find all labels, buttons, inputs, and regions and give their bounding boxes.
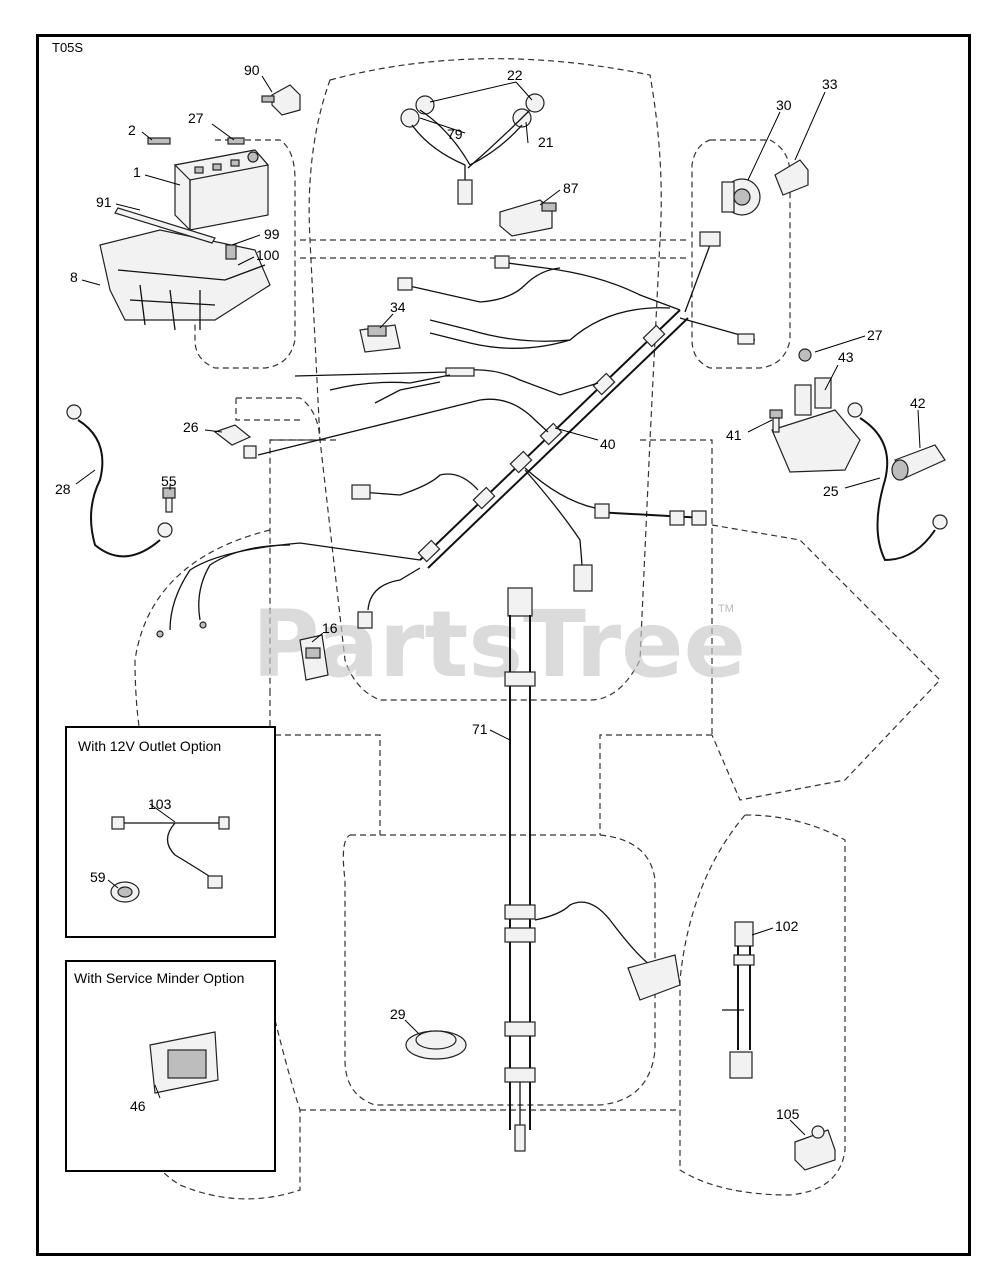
callout-28: 28 bbox=[55, 481, 71, 497]
callout-46: 46 bbox=[130, 1098, 146, 1114]
callout-99: 99 bbox=[264, 226, 280, 242]
callout-40: 40 bbox=[600, 436, 616, 452]
part-29 bbox=[405, 1030, 467, 1060]
callout-43: 43 bbox=[838, 349, 854, 365]
ignition-switch bbox=[721, 178, 761, 216]
inset-12v-outlet: With 12V Outlet Option bbox=[65, 726, 276, 938]
callout-27-ignition: 27 bbox=[867, 327, 883, 343]
callout-34: 34 bbox=[390, 299, 406, 315]
callout-105: 105 bbox=[776, 1106, 800, 1122]
callout-25: 25 bbox=[823, 483, 839, 499]
fuse-holder-26 bbox=[213, 424, 252, 446]
callout-22: 22 bbox=[507, 67, 523, 83]
callout-41: 41 bbox=[726, 427, 742, 443]
ignition-key bbox=[774, 159, 809, 196]
callout-71: 71 bbox=[472, 721, 488, 737]
callout-21: 21 bbox=[538, 134, 554, 150]
headlight-harness bbox=[400, 93, 545, 205]
inset-service-minder: With Service Minder Option bbox=[65, 960, 276, 1172]
battery bbox=[173, 149, 270, 231]
cable-25 bbox=[847, 402, 948, 562]
main-harness bbox=[156, 231, 756, 638]
diagram-frame bbox=[36, 34, 971, 1256]
bolt-55 bbox=[162, 487, 176, 513]
callout-26: 26 bbox=[183, 419, 199, 435]
inset-12v-title: With 12V Outlet Option bbox=[78, 738, 221, 754]
callout-16: 16 bbox=[322, 620, 338, 636]
battery-tray bbox=[99, 229, 271, 331]
battery-bolt bbox=[147, 137, 245, 145]
part-87 bbox=[499, 199, 557, 237]
battery-strap bbox=[114, 207, 216, 244]
callout-90: 90 bbox=[244, 62, 260, 78]
callout-29: 29 bbox=[390, 1006, 406, 1022]
callout-100: 100 bbox=[256, 247, 280, 263]
part-90 bbox=[261, 84, 301, 116]
callout-102: 102 bbox=[775, 918, 799, 934]
callout-33: 33 bbox=[822, 76, 838, 92]
solenoid-43 bbox=[771, 348, 861, 473]
watermark-text: PartsTree bbox=[252, 591, 746, 698]
harness-71 bbox=[504, 587, 681, 1152]
part-102 bbox=[722, 921, 755, 1079]
inset-service-title: With Service Minder Option bbox=[74, 970, 244, 986]
callout-59: 59 bbox=[90, 869, 106, 885]
callout-30: 30 bbox=[776, 97, 792, 113]
relay-16 bbox=[299, 634, 329, 681]
cable-28 bbox=[66, 404, 173, 558]
callout-labels: 90 22 33 30 27 2 79 21 1 87 91 99 100 8 … bbox=[55, 62, 926, 1122]
watermark-tm: TM bbox=[718, 603, 734, 615]
part-105 bbox=[794, 1125, 836, 1171]
sheet-code: T05S bbox=[52, 40, 83, 55]
callout-103: 103 bbox=[148, 796, 172, 812]
callout-55: 55 bbox=[161, 473, 177, 489]
screw-41 bbox=[769, 409, 783, 433]
callout-87: 87 bbox=[563, 180, 579, 196]
switch-34 bbox=[359, 324, 401, 353]
callout-79: 79 bbox=[447, 126, 463, 142]
terminal-boot-42 bbox=[891, 444, 946, 481]
callout-91: 91 bbox=[96, 194, 112, 210]
callout-42: 42 bbox=[910, 395, 926, 411]
callout-1: 1 bbox=[133, 164, 141, 180]
callout-2: 2 bbox=[128, 122, 136, 138]
callout-8: 8 bbox=[70, 269, 78, 285]
callout-leaders bbox=[75, 75, 921, 1136]
callout-27-battery: 27 bbox=[188, 110, 204, 126]
